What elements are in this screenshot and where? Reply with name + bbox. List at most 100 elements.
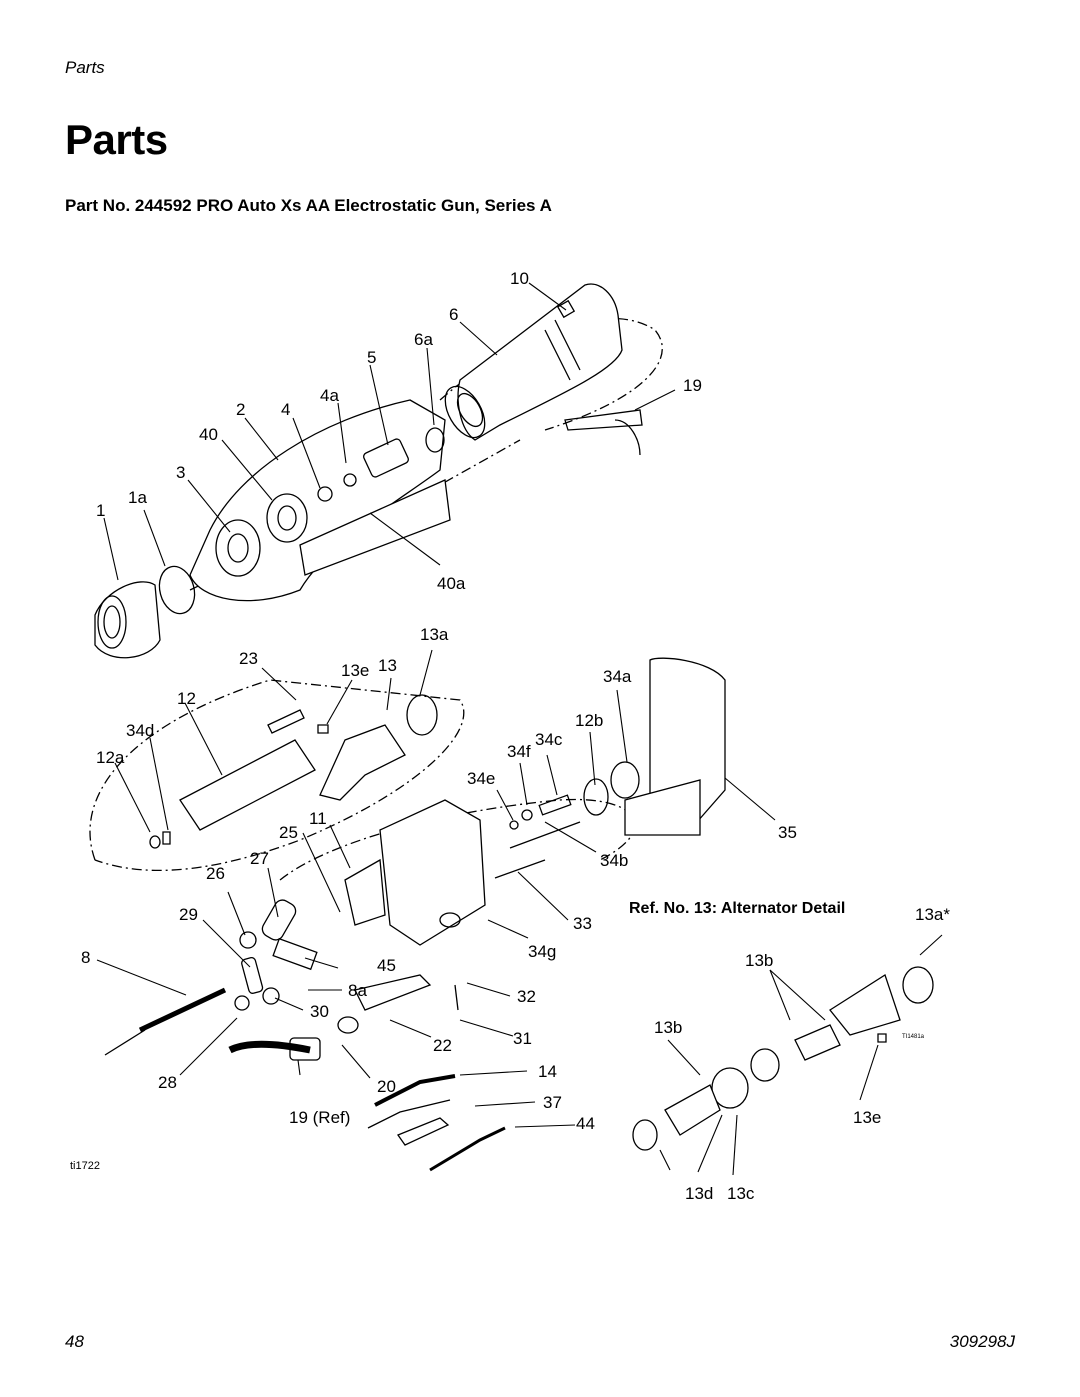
running-header: Parts <box>65 58 105 77</box>
valve-34c <box>539 795 571 815</box>
figure-id-detail: TI1481a <box>902 1034 925 1040</box>
callout-37: 37 <box>543 1093 562 1112</box>
callout-32: 32 <box>517 987 536 1006</box>
detail-clip <box>633 1120 657 1150</box>
o-ring-13a <box>407 695 437 735</box>
alternator-housing-12 <box>180 740 315 830</box>
callout-34a: 34a <box>603 667 632 686</box>
manifold-11 <box>380 800 485 945</box>
callout-30: 30 <box>310 1002 329 1021</box>
o-ring-34b <box>584 779 608 815</box>
callout-5: 5 <box>367 348 377 367</box>
callout-29: 29 <box>179 905 198 924</box>
callout-14: 14 <box>538 1062 557 1081</box>
callout-44: 44 <box>576 1114 595 1133</box>
callout-13: 13 <box>378 656 397 675</box>
detail-rotor <box>795 1025 840 1060</box>
resistor-19 <box>565 410 642 455</box>
callout-20: 20 <box>377 1077 396 1096</box>
callout-6: 6 <box>449 305 459 324</box>
leader-lines <box>97 283 942 1175</box>
mounting-32 <box>440 913 460 927</box>
air-cap <box>95 582 160 658</box>
callout-13e-detail: 13e <box>853 1108 882 1127</box>
fitting-20 <box>290 1038 320 1060</box>
callout-11: 11 <box>309 809 327 828</box>
callout-4a: 4a <box>320 386 339 405</box>
callout-40: 40 <box>199 425 218 444</box>
phantom-outline-lower <box>90 680 464 870</box>
washer-34e <box>510 821 518 829</box>
nut-26 <box>240 932 256 948</box>
gasket-25 <box>345 860 385 925</box>
fitting-10 <box>558 301 574 317</box>
callout-35: 35 <box>778 823 797 842</box>
plug-22 <box>338 1017 358 1033</box>
callout-12b: 34d <box>126 721 155 740</box>
screw-31 <box>455 985 458 1010</box>
callout-13d: 13d <box>685 1184 714 1203</box>
wire-8 <box>105 1030 145 1055</box>
hose-19 <box>230 1044 310 1050</box>
callout-19: 19 <box>683 376 702 395</box>
callout-34d: 12b <box>575 711 604 730</box>
detail-part-13e <box>878 1034 886 1042</box>
detail-housing <box>830 975 900 1035</box>
alternator-part-13e <box>318 725 328 733</box>
callout-6a: 6a <box>414 330 433 349</box>
callout-27: 27 <box>250 849 269 868</box>
callout-10: 10 <box>510 269 529 288</box>
callout-13e: 13e <box>341 661 370 680</box>
nut-28 <box>235 996 249 1010</box>
callout-34f: 34f <box>507 742 531 761</box>
gun-body-tab <box>300 480 450 575</box>
callout-13c: 13c <box>727 1184 755 1203</box>
o-ring-1a <box>154 562 199 617</box>
bracket-29 <box>241 957 264 994</box>
callout-34e: 34e <box>467 769 496 788</box>
callout-13a-star: 13a* <box>915 905 950 924</box>
spring-34d <box>611 762 639 798</box>
callout-26: 26 <box>206 864 225 883</box>
callout-34b: 34b <box>600 851 629 870</box>
tool-14 <box>375 1076 455 1105</box>
board-34a <box>650 658 725 830</box>
callout-3: 3 <box>176 463 186 482</box>
callout-13b-left: 13b <box>654 1018 683 1037</box>
rod-34g <box>510 822 580 848</box>
detail-magnet <box>751 1049 779 1081</box>
pin-27 <box>259 897 298 943</box>
nut-30 <box>263 988 279 1004</box>
clip-23 <box>268 710 304 733</box>
callout-13b-top: 13b <box>745 951 774 970</box>
page-title: Parts <box>65 116 168 163</box>
wrench-37 <box>398 1118 448 1145</box>
nozzle <box>216 520 260 576</box>
callout-34g: 34g <box>528 942 557 961</box>
detail-o-ring-13a <box>903 967 933 1003</box>
callout-23: 23 <box>239 649 258 668</box>
callout-19-ref: 19 (Ref) <box>289 1108 351 1127</box>
detail-title: Ref. No. 13: Alternator Detail <box>629 900 846 917</box>
detail-bearing-13c <box>712 1068 748 1108</box>
detail-coil-13d <box>665 1085 720 1135</box>
callout-22: 22 <box>433 1036 452 1055</box>
o-ring-12a <box>150 836 160 848</box>
electrode-housing <box>267 494 307 542</box>
alternator-13 <box>320 725 405 800</box>
fitting-8a <box>355 975 430 1010</box>
tool-37 <box>368 1100 450 1128</box>
seal-34f <box>522 810 532 820</box>
callout-25: 25 <box>279 823 298 842</box>
callout-34c: 34c <box>535 730 563 749</box>
washer-4a <box>344 474 356 486</box>
callout-13a: 13a <box>420 625 449 644</box>
callout-4: 4 <box>281 400 291 419</box>
callout-31: 31 <box>513 1029 532 1048</box>
gun-barrel <box>437 284 622 444</box>
tube-8 <box>140 990 225 1030</box>
tool-44 <box>430 1128 505 1170</box>
callout-8a: 8a <box>348 981 367 1000</box>
fitting-5 <box>362 438 409 478</box>
